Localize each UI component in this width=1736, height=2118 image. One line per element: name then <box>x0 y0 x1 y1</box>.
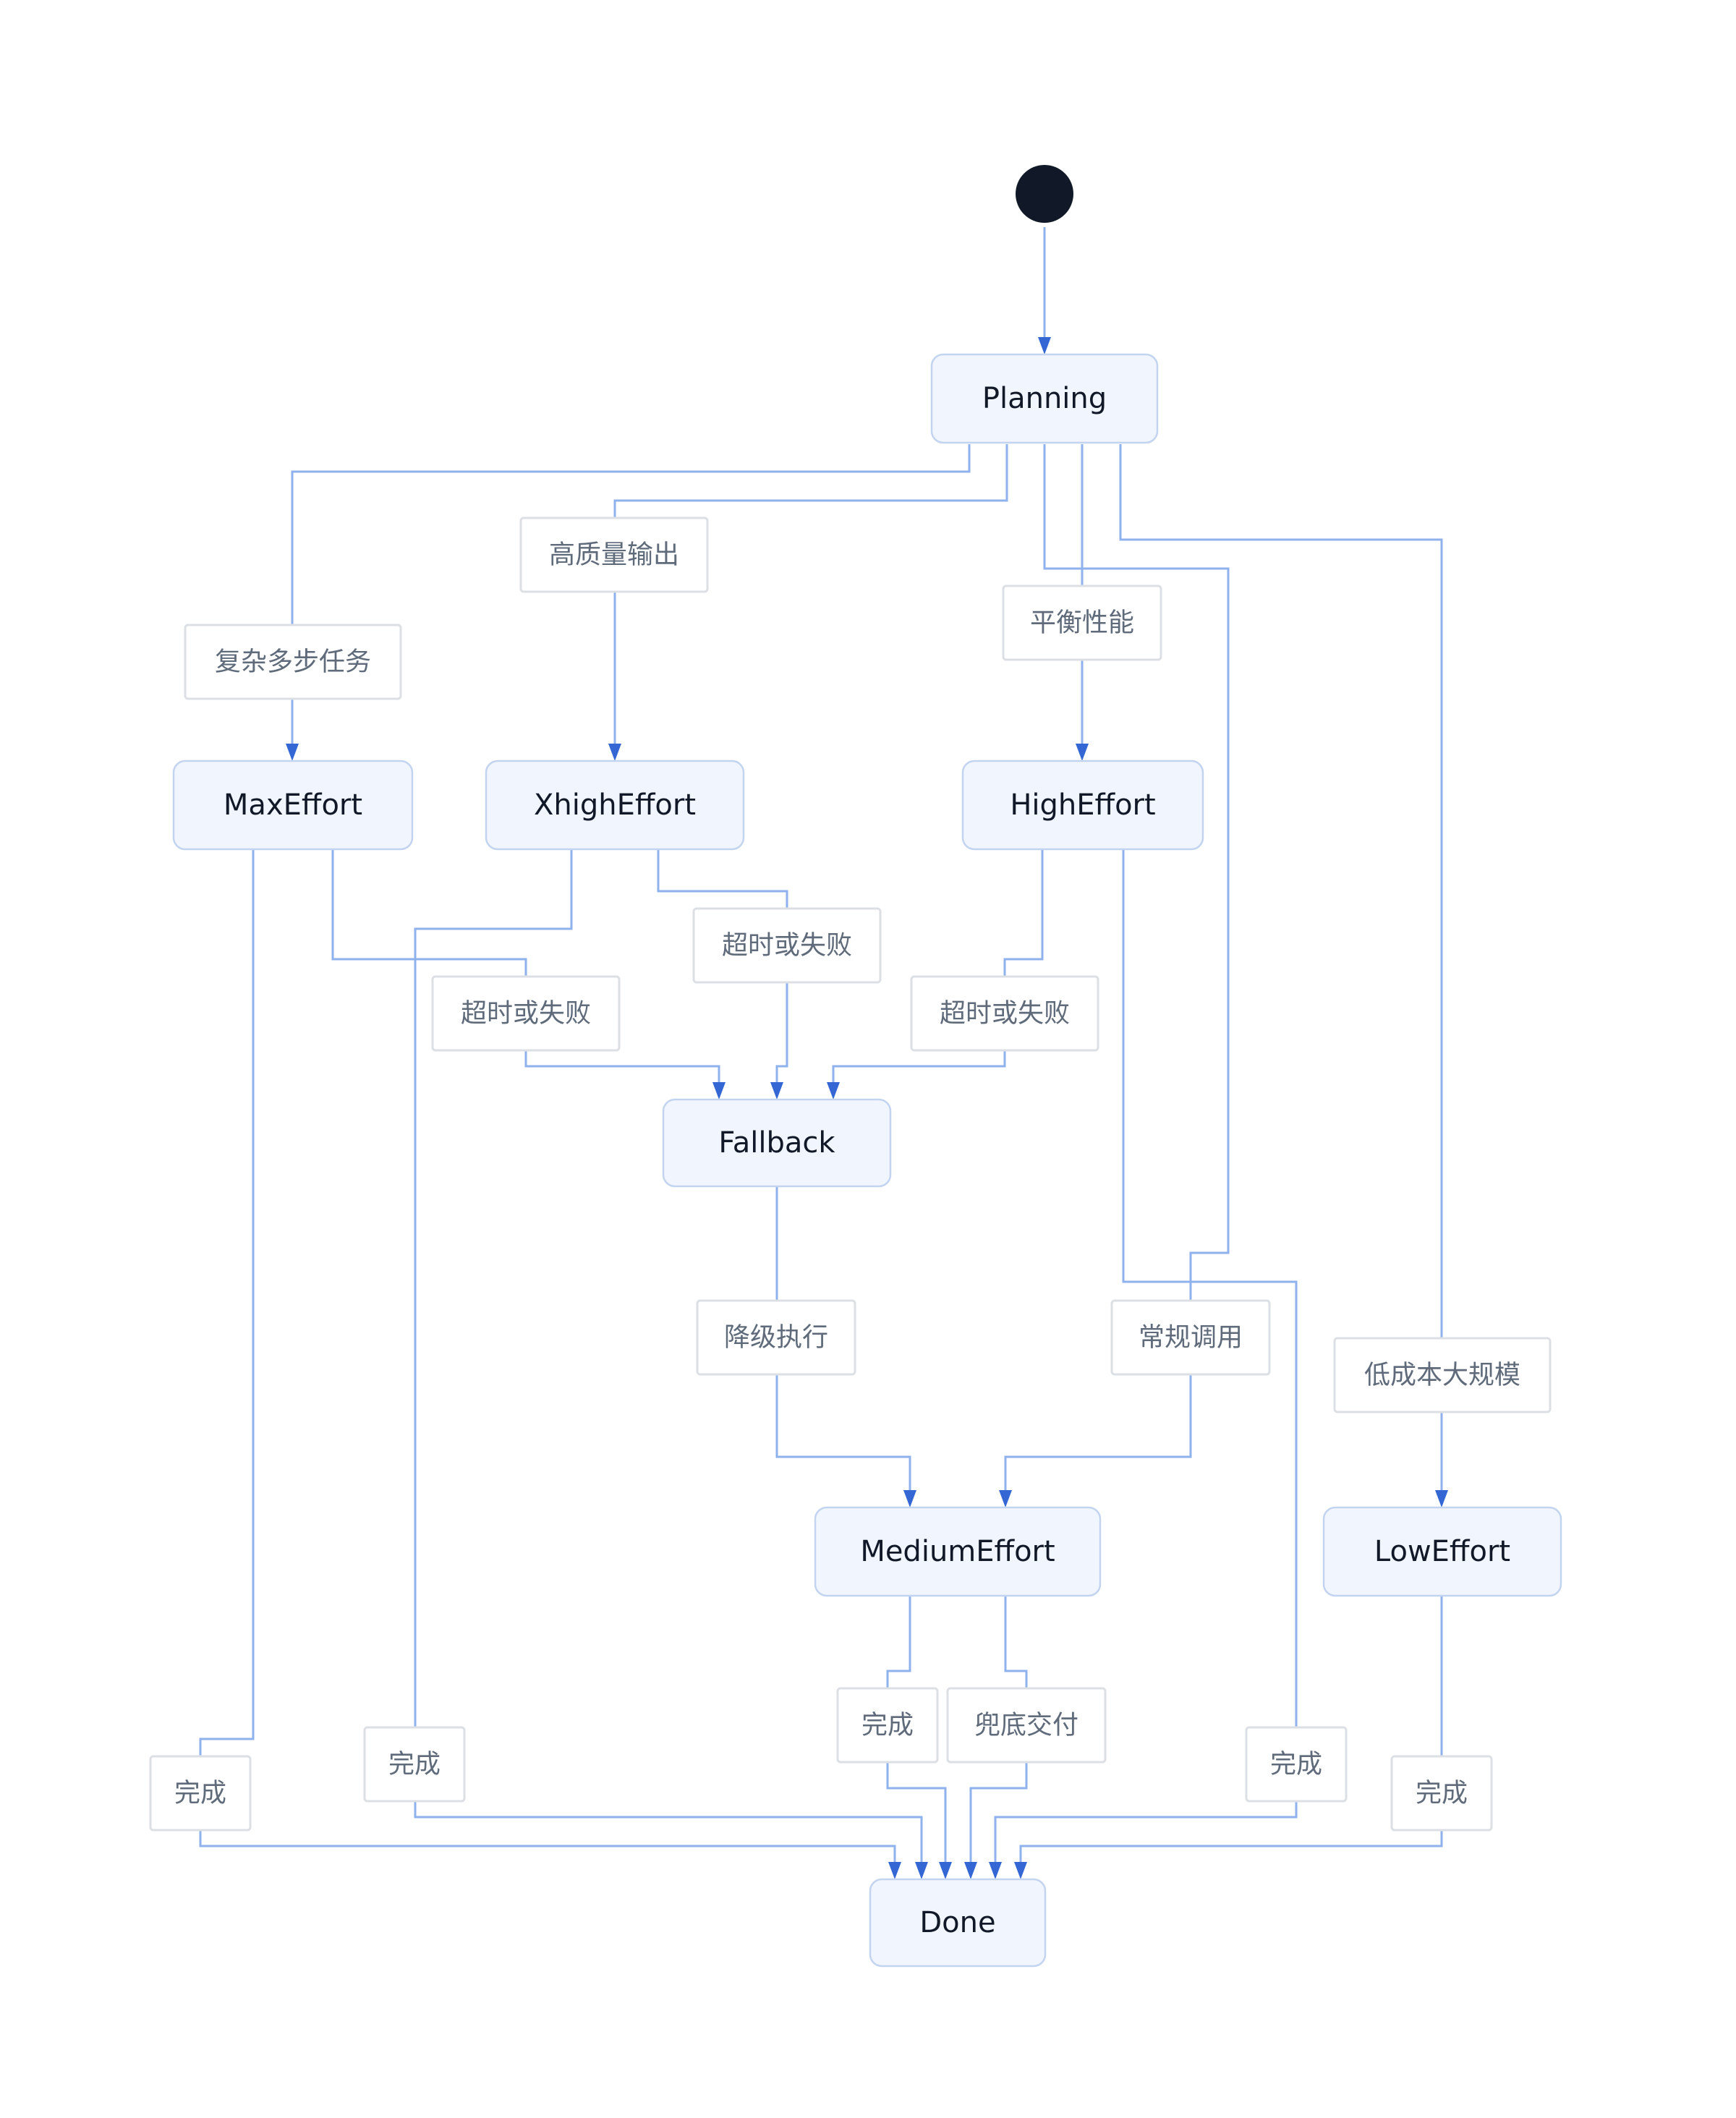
svg-text:完成: 完成 <box>174 1779 226 1808</box>
state-low-effort[interactable]: LowEffort <box>1322 1506 1562 1597</box>
label-xhigh-fallback: 超时或失败 <box>692 907 882 984</box>
svg-text:高质量输出: 高质量输出 <box>549 540 679 570</box>
state-max-effort-label: MaxEffort <box>224 788 362 822</box>
svg-text:超时或失败: 超时或失败 <box>722 931 852 961</box>
label-low-done: 完成 <box>1390 1755 1493 1832</box>
svg-text:常规调用: 常规调用 <box>1139 1323 1243 1353</box>
label-xhigh-done: 完成 <box>363 1726 466 1803</box>
arrow-done-4 <box>964 1862 977 1879</box>
svg-text:完成: 完成 <box>1416 1779 1468 1808</box>
state-max-effort[interactable]: MaxEffort <box>172 760 414 851</box>
state-planning[interactable]: Planning <box>930 353 1159 444</box>
state-medium-effort[interactable]: MediumEffort <box>814 1506 1102 1597</box>
svg-text:超时或失败: 超时或失败 <box>940 999 1070 1029</box>
label-medium-done: 完成 <box>836 1687 939 1764</box>
arrow-done-2 <box>915 1862 928 1879</box>
arrow-high <box>1076 744 1089 761</box>
arrow-done-1 <box>888 1862 901 1879</box>
state-done-label: Done <box>919 1906 995 1939</box>
edge-high-done <box>994 849 1298 1863</box>
edge-xhigh-done <box>414 849 923 1863</box>
edge-planning-low <box>1119 444 1443 1492</box>
label-max-done: 完成 <box>149 1755 252 1832</box>
label-max-fallback: 超时或失败 <box>431 975 621 1052</box>
arrow-done-3 <box>939 1862 952 1879</box>
state-xhigh-effort[interactable]: XhighEffort <box>485 760 745 851</box>
transition-labels: 复杂多步任务 高质量输出 平衡性能 超时或失败 超时或失败 超时或失败 降级执行 <box>149 516 1552 1832</box>
state-xhigh-effort-label: XhighEffort <box>534 788 696 822</box>
svg-text:低成本大规模: 低成本大规模 <box>1364 1361 1520 1390</box>
edge-planning-xhigh <box>613 444 1008 745</box>
label-planning-high: 平衡性能 <box>1002 584 1162 661</box>
svg-text:降级执行: 降级执行 <box>724 1323 828 1353</box>
edge-low-done <box>1019 1596 1443 1863</box>
svg-text:完成: 完成 <box>861 1711 914 1740</box>
arrow-planning <box>1038 337 1051 354</box>
state-high-effort[interactable]: HighEffort <box>961 760 1204 851</box>
arrow-low <box>1435 1490 1448 1507</box>
label-medium-fallback-done: 兜底交付 <box>946 1687 1107 1764</box>
edges <box>199 227 1443 1863</box>
edge-planning-max <box>291 444 971 745</box>
arrow-done-5 <box>989 1862 1002 1879</box>
arrow-fallback-1 <box>712 1082 726 1100</box>
svg-text:完成: 完成 <box>388 1750 441 1779</box>
label-planning-low: 低成本大规模 <box>1333 1337 1552 1413</box>
edge-planning-medium <box>1004 444 1230 1492</box>
arrow-done-6 <box>1014 1862 1027 1879</box>
state-done[interactable]: Done <box>869 1878 1047 1968</box>
state-medium-effort-label: MediumEffort <box>860 1535 1055 1568</box>
state-fallback-label: Fallback <box>718 1126 835 1160</box>
start-node <box>1016 165 1073 223</box>
label-high-fallback: 超时或失败 <box>910 975 1099 1052</box>
arrow-medium-1 <box>903 1490 916 1507</box>
svg-text:兜底交付: 兜底交付 <box>974 1711 1078 1740</box>
states: Planning MaxEffort XhighEffort HighEffor… <box>172 353 1562 1968</box>
label-high-done: 完成 <box>1245 1726 1348 1803</box>
label-fallback-medium: 降级执行 <box>696 1299 856 1376</box>
svg-text:超时或失败: 超时或失败 <box>461 999 591 1029</box>
arrow-fallback-3 <box>827 1082 840 1100</box>
arrow-fallback-2 <box>770 1082 783 1100</box>
svg-text:复杂多步任务: 复杂多步任务 <box>215 647 371 677</box>
svg-text:平衡性能: 平衡性能 <box>1030 608 1134 638</box>
label-planning-xhigh: 高质量输出 <box>519 516 709 593</box>
state-fallback[interactable]: Fallback <box>662 1098 892 1188</box>
svg-text:完成: 完成 <box>1270 1750 1322 1779</box>
arrow-max <box>286 744 299 761</box>
label-planning-max: 复杂多步任务 <box>184 624 402 700</box>
label-planning-medium: 常规调用 <box>1110 1299 1271 1376</box>
arrow-medium-2 <box>999 1490 1012 1507</box>
state-low-effort-label: LowEffort <box>1374 1535 1510 1568</box>
arrowheads <box>286 337 1448 1879</box>
state-planning-label: Planning <box>982 382 1107 415</box>
state-high-effort-label: HighEffort <box>1010 788 1155 822</box>
arrow-xhigh <box>608 744 621 761</box>
